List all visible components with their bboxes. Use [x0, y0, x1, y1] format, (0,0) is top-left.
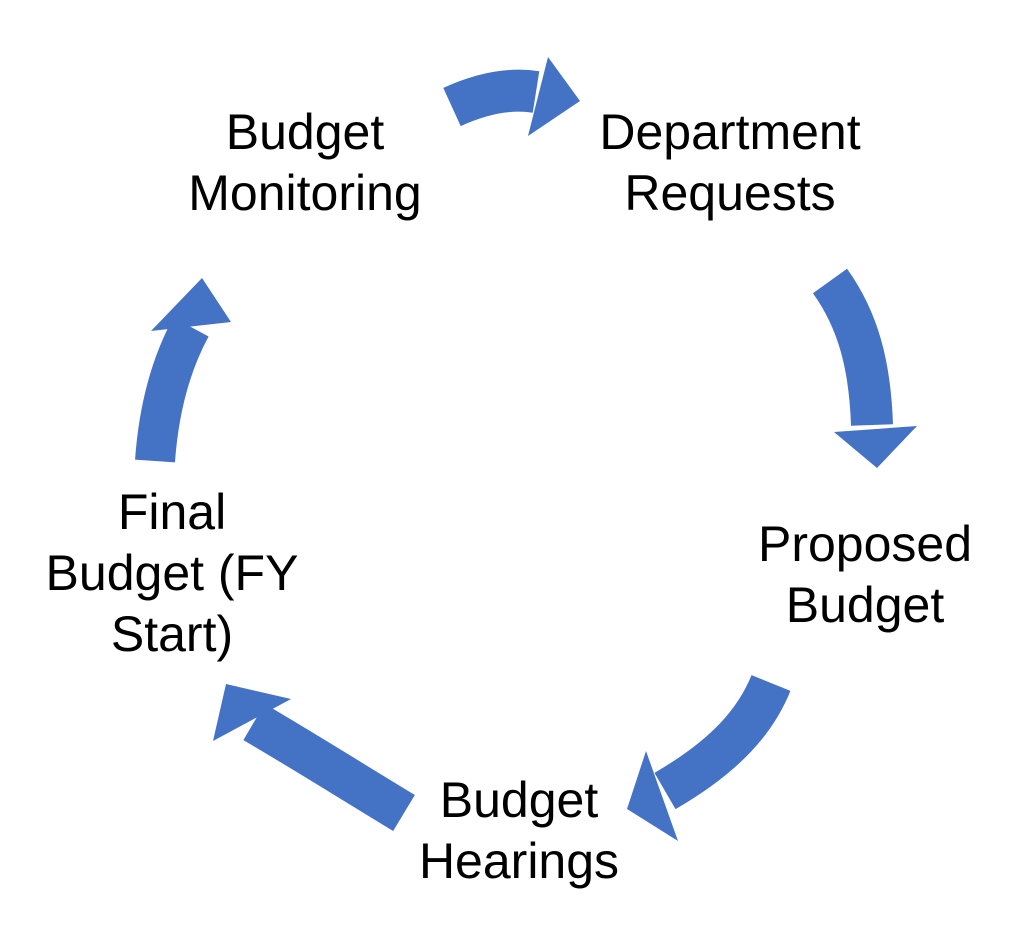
label-line: Budget — [785, 577, 945, 633]
label-line: Start) — [110, 606, 234, 662]
label-line: Proposed — [757, 516, 973, 572]
arrow-proposed-to-hearings — [627, 674, 791, 841]
arrow-head-icon — [213, 684, 291, 741]
arrow-body — [243, 703, 415, 831]
arrow-body — [443, 69, 540, 127]
arrow-final-to-monitoring — [135, 278, 231, 463]
arrow-head-icon — [151, 278, 231, 331]
arrow-body — [812, 268, 893, 426]
node-label-proposed-budget: Proposed Budget — [758, 514, 972, 636]
label-line: Monitoring — [188, 165, 422, 221]
arrow-hearings-to-final — [213, 684, 415, 831]
arrow-head-icon — [528, 57, 580, 136]
label-line: Department — [599, 104, 861, 160]
arrow-monitoring-to-requests — [443, 57, 580, 136]
arrow-head-icon — [627, 751, 678, 841]
node-label-budget-hearings: Budget Hearings — [419, 770, 619, 892]
node-label-budget-monitoring: Budget Monitoring — [188, 102, 421, 224]
label-line: Budget (FY — [45, 545, 299, 601]
node-label-department-requests: Department Requests — [599, 102, 860, 224]
label-line: Hearings — [418, 833, 620, 889]
label-line: Requests — [624, 165, 836, 221]
label-line: Budget — [225, 104, 385, 160]
arrow-body — [654, 674, 791, 810]
arrow-body — [135, 317, 209, 463]
label-line: Final — [117, 484, 227, 540]
node-label-final-budget: Final Budget (FY Start) — [46, 482, 299, 665]
arrow-head-icon — [834, 426, 917, 468]
arrow-requests-to-proposed — [812, 268, 917, 468]
label-line: Budget — [439, 772, 599, 828]
